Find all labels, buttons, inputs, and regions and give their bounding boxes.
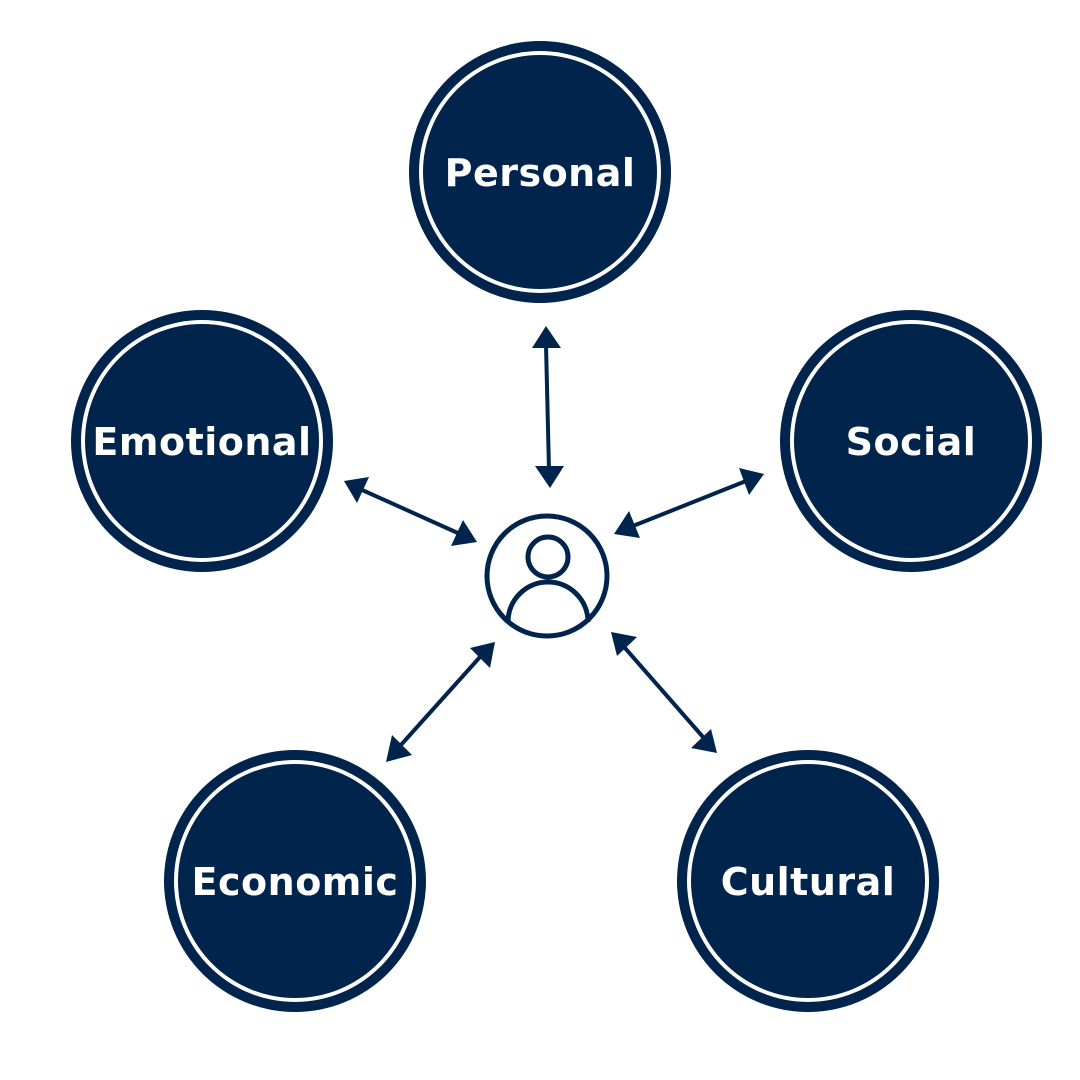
arrowhead-icon xyxy=(386,735,412,762)
node-label-economic: Economic xyxy=(192,860,399,904)
user-profile-icon xyxy=(484,513,610,639)
node-label-cultural: Cultural xyxy=(721,860,896,904)
connector-economic xyxy=(398,655,482,748)
node-label-social: Social xyxy=(846,420,977,464)
arrowhead-icon xyxy=(614,511,640,538)
connector-emotional xyxy=(359,487,461,536)
connectors xyxy=(344,326,764,762)
node-cultural: Cultural xyxy=(677,750,939,1012)
arrowhead-icon xyxy=(535,466,564,488)
node-label-emotional: Emotional xyxy=(92,420,311,464)
node-personal: Personal xyxy=(409,41,671,303)
arrowhead-icon xyxy=(691,729,717,753)
connector-social xyxy=(632,479,747,528)
connector-personal xyxy=(544,344,551,471)
arrowhead-icon xyxy=(470,642,495,668)
arrowhead-icon xyxy=(532,326,561,348)
connector-cultural xyxy=(623,646,705,739)
node-label-personal: Personal xyxy=(445,151,636,195)
arrowhead-icon xyxy=(611,632,637,656)
arrowhead-icon xyxy=(451,520,477,546)
arrowhead-icon xyxy=(344,477,369,503)
arrowhead-icon xyxy=(739,468,764,495)
node-economic: Economic xyxy=(164,750,426,1012)
node-emotional: Emotional xyxy=(71,310,333,572)
node-social: Social xyxy=(780,310,1042,572)
